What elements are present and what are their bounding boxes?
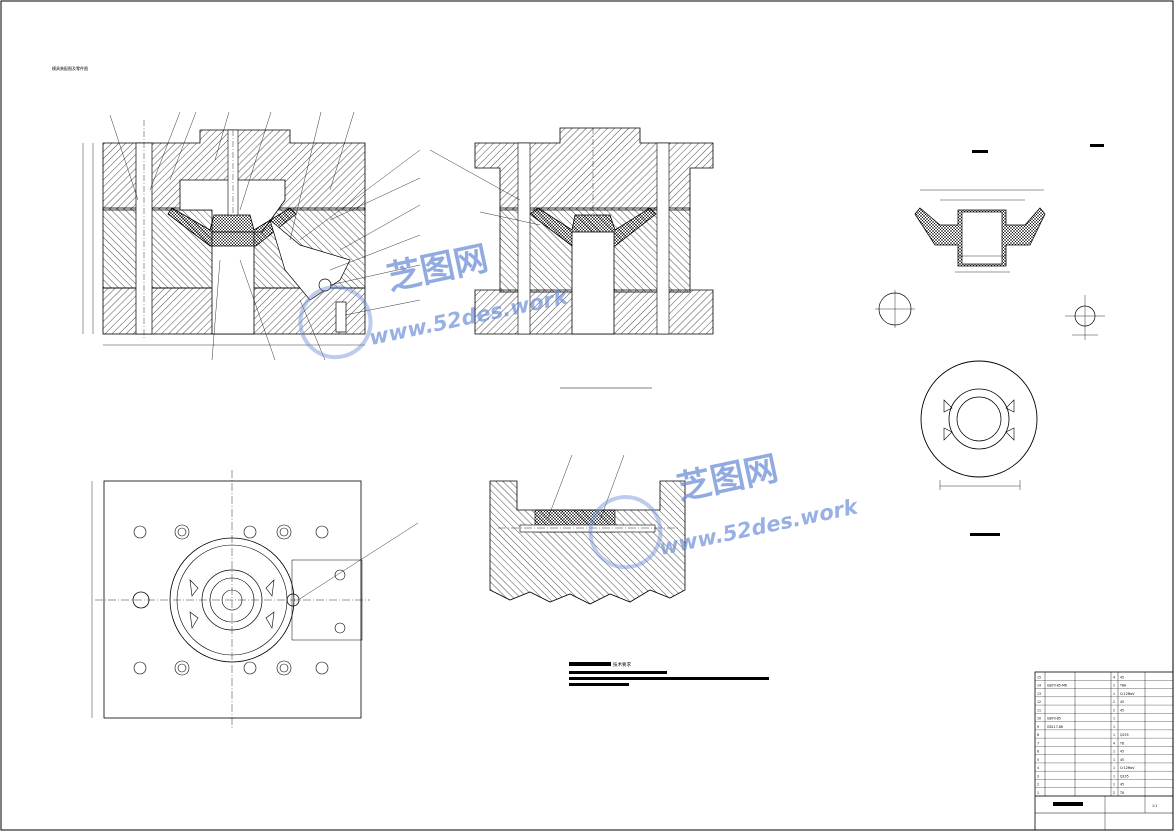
- detail-circle-b: [1065, 295, 1105, 340]
- bom-cell-no: 11: [1037, 708, 1041, 712]
- bom-cell-no: 8: [1037, 733, 1039, 737]
- scale-value: 1:1: [1152, 804, 1157, 808]
- bom-cell-no: 5: [1037, 758, 1039, 762]
- bom-cell-material: 45: [1120, 675, 1124, 679]
- bom-cell-qty: 1: [1113, 758, 1115, 762]
- bom-cell-material: Cr12MoV: [1120, 766, 1135, 770]
- top-note: 模具装配图及零件图: [52, 65, 88, 71]
- bom-cell-qty: 1: [1113, 733, 1115, 737]
- bom-cell-no: 9: [1037, 725, 1039, 729]
- bom-cell-material: Cr12MoV: [1120, 692, 1135, 696]
- bom-cell-material: 45: [1120, 750, 1124, 754]
- bom-cell-no: 6: [1037, 750, 1039, 754]
- bom-cell-qty: 2: [1113, 684, 1115, 688]
- bom-cell-material: 45: [1120, 708, 1124, 712]
- bom-cell-material: Q235: [1120, 774, 1129, 778]
- bom-cell-no: 1: [1037, 791, 1039, 795]
- bom-cell-code: GB70-85-M6: [1047, 684, 1067, 688]
- bom-cell-code: GB117-86: [1047, 725, 1063, 729]
- bom-cell-no: 2: [1037, 783, 1039, 787]
- bom-cell-material: 45: [1120, 700, 1124, 704]
- bom-cell-material: T8: [1119, 791, 1124, 795]
- bom-cell-material: T8A: [1119, 684, 1127, 688]
- bom-cell-no: 12: [1037, 700, 1041, 704]
- bom-cell-qty: 1: [1113, 774, 1115, 778]
- part-section: [914, 144, 1104, 273]
- bom-cell-qty: 1: [1113, 692, 1115, 696]
- bom-cell-no: 4: [1037, 766, 1039, 770]
- bom-cell-no: 13: [1037, 692, 1041, 696]
- bom-cell-qty: 1: [1113, 783, 1115, 787]
- bom-cell-no: 15: [1037, 675, 1041, 679]
- part-plan-view: [920, 360, 1038, 536]
- bom-cell-qty: 2: [1113, 708, 1115, 712]
- bom-cell-material: Q235: [1120, 733, 1129, 737]
- plan-view: [91, 470, 419, 730]
- bom-cell-material: T8: [1119, 741, 1124, 745]
- main-section-view: [82, 111, 421, 361]
- bom-cell-no: 3: [1037, 774, 1039, 778]
- technical-requirements: 技术要求: [569, 661, 769, 686]
- bom-cell-qty: 1: [1113, 717, 1115, 721]
- detail-section-view: [489, 454, 686, 605]
- bom-cell-qty: 1: [1113, 725, 1115, 729]
- bom-cell-no: 7: [1037, 741, 1039, 745]
- bom-cell-qty: 1: [1113, 750, 1115, 754]
- detail-circle-a: [875, 290, 915, 328]
- watermark-cn: 芝图网: [674, 448, 782, 508]
- side-section-view: [429, 127, 714, 389]
- bom-cell-qty: 2: [1113, 700, 1115, 704]
- bom-cell-qty: 2: [1113, 791, 1115, 795]
- bom-cell-qty: 4: [1113, 741, 1115, 745]
- bom-cell-no: 10: [1037, 717, 1041, 721]
- bom-cell-qty: 1: [1113, 766, 1115, 770]
- bom-cell-code: GB70-85: [1047, 717, 1061, 721]
- bom-cell-no: 14: [1037, 684, 1041, 688]
- tech-req-title: 技术要求: [613, 661, 631, 668]
- bom-cell-qty: 4: [1113, 675, 1115, 679]
- bom-cell-material: 45: [1120, 783, 1124, 787]
- bom-cell-material: 45: [1120, 758, 1124, 762]
